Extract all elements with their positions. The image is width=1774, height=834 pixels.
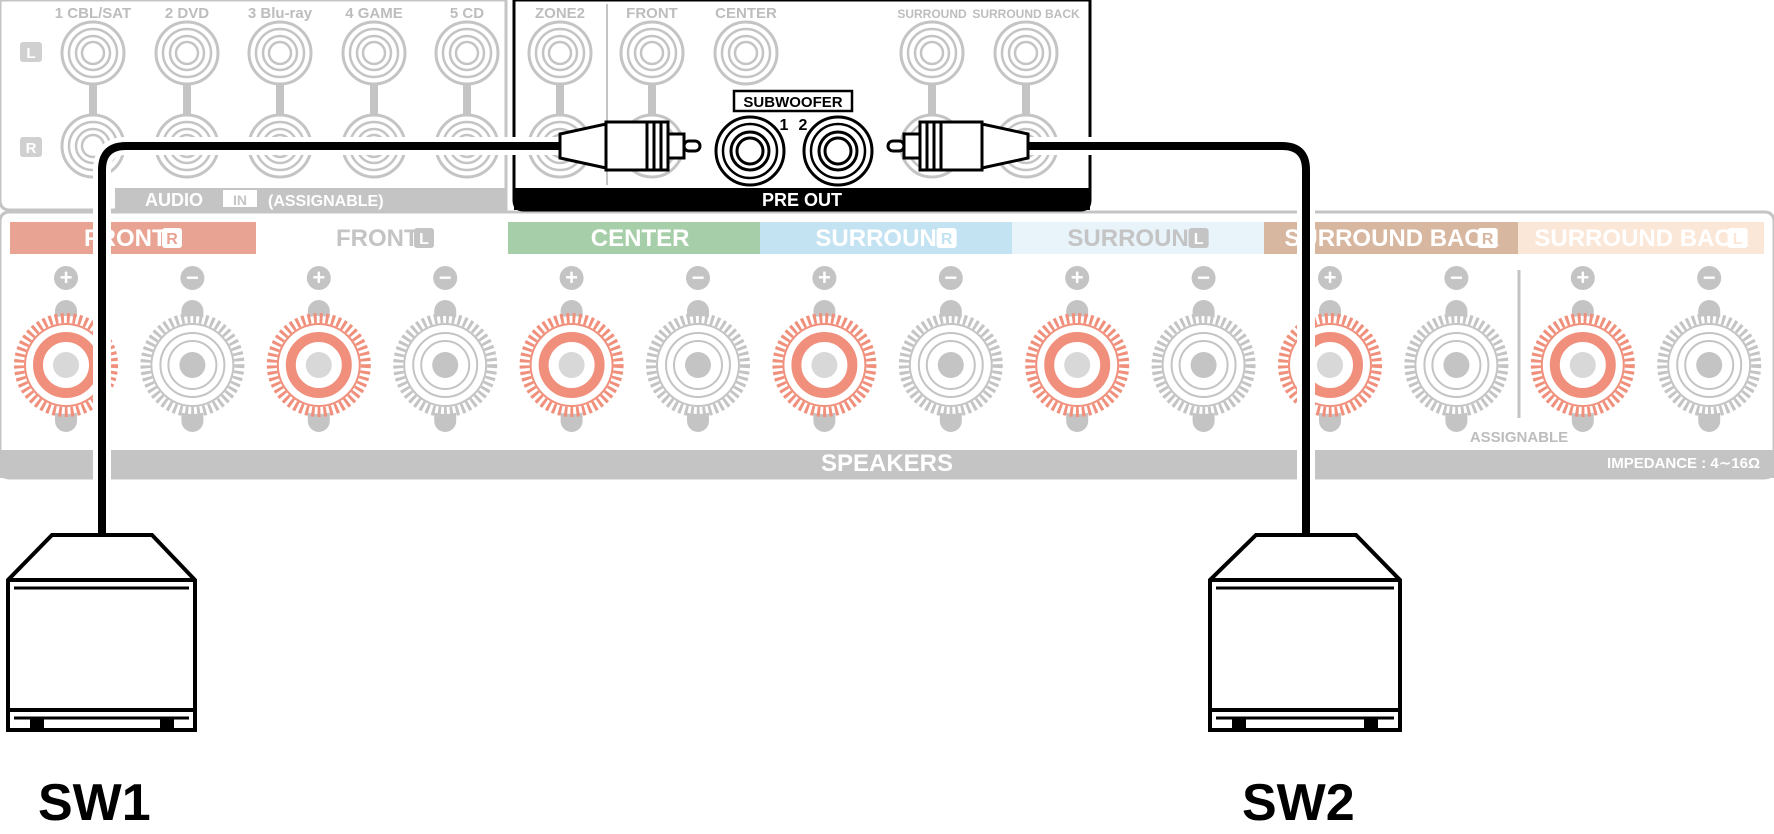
pre-out-column-label: FRONT bbox=[626, 5, 678, 22]
speaker-channel-label: CENTER bbox=[508, 222, 760, 254]
plus-icon: + bbox=[818, 265, 831, 290]
channel-side: R bbox=[941, 231, 953, 248]
audio-in-input-label: 1 CBL/SAT bbox=[55, 5, 131, 22]
pre-out-label: PRE OUT bbox=[762, 190, 842, 210]
sw2-cable bbox=[1000, 142, 1310, 535]
channel-side: R bbox=[166, 231, 178, 248]
speaker-terminal-minus: − bbox=[898, 265, 1003, 432]
audio-in-assignable: (ASSIGNABLE) bbox=[268, 193, 384, 210]
minus-icon: − bbox=[1703, 265, 1716, 290]
channel-side: L bbox=[1194, 231, 1204, 248]
sw2-label: SW2 bbox=[1242, 774, 1355, 832]
audio-in-panel: 1 CBL/SAT 2 DVD 3 Blu-ray 4 GAME 5 CD L R AU… bbox=[0, 0, 508, 212]
channel-side: L bbox=[419, 231, 429, 248]
subwoofer-2: SW2 bbox=[1208, 533, 1402, 832]
speaker-terminal-minus: − bbox=[1151, 265, 1256, 432]
row-label-l: L bbox=[26, 45, 35, 62]
pre-out-jack bbox=[619, 20, 685, 86]
speaker-terminal-plus: + bbox=[266, 265, 371, 432]
speaker-terminals: + − + − + − + − + − + − + − bbox=[14, 265, 1762, 432]
sw1-label: SW1 bbox=[38, 774, 151, 832]
audio-in-input-label: 5 CD bbox=[450, 5, 484, 22]
sw1-cable bbox=[98, 142, 560, 535]
subwoofer-1-number: 1 bbox=[780, 117, 789, 134]
audio-in-jack-l bbox=[247, 20, 313, 86]
pre-out-column-label: SURROUND BACK bbox=[972, 7, 1080, 21]
audio-in-input-label: 2 DVD bbox=[165, 5, 209, 22]
audio-in-badge: IN bbox=[233, 192, 247, 208]
speaker-terminal-minus: − bbox=[1657, 265, 1762, 432]
plus-icon: + bbox=[60, 265, 73, 290]
pre-out-jack bbox=[899, 20, 965, 86]
speaker-terminal-plus: + bbox=[14, 265, 118, 432]
rca-plug-2 bbox=[886, 120, 1030, 172]
minus-icon: − bbox=[1197, 265, 1210, 290]
audio-in-jack-l bbox=[341, 20, 407, 86]
channel-name: SURROUND bbox=[1067, 225, 1206, 252]
minus-icon: − bbox=[439, 265, 452, 290]
plus-icon: + bbox=[1576, 265, 1589, 290]
subwoofer-label: SUBWOOFER bbox=[743, 94, 842, 111]
audio-in-input-labels: 1 CBL/SAT 2 DVD 3 Blu-ray 4 GAME 5 CD bbox=[55, 5, 484, 22]
plus-icon: + bbox=[1071, 265, 1084, 290]
minus-icon: − bbox=[944, 265, 957, 290]
channel-side: L bbox=[1733, 231, 1743, 248]
audio-in-input-label: 4 GAME bbox=[345, 5, 403, 22]
pre-out-panel: ZONE2 FRONT CENTER SURROUND SURROUND BACK SU… bbox=[512, 0, 1092, 212]
audio-in-input-label: 3 Blu-ray bbox=[248, 5, 313, 22]
speaker-terminal-minus: − bbox=[646, 265, 750, 432]
pre-out-column-label: SURROUND bbox=[897, 7, 967, 21]
subwoofer-2-number: 2 bbox=[799, 117, 808, 134]
speaker-terminal-plus: + bbox=[1025, 265, 1130, 432]
minus-icon: − bbox=[186, 265, 199, 290]
rca-plug-1 bbox=[558, 120, 702, 172]
pre-out-column-label: ZONE2 bbox=[535, 5, 585, 22]
subwoofer-1: SW1 bbox=[6, 533, 197, 832]
impedance-label: IMPEDANCE : 4∼16Ω bbox=[1607, 455, 1760, 472]
speaker-terminal-plus: + bbox=[772, 265, 877, 432]
pre-out-jack bbox=[713, 20, 779, 86]
subwoofer-cables bbox=[93, 137, 1315, 535]
speakers-label: SPEAKERS bbox=[821, 450, 953, 477]
channel-name: SURROUND bbox=[815, 225, 954, 252]
audio-in-label: AUDIO bbox=[145, 190, 203, 210]
speaker-terminal-minus: − bbox=[1404, 265, 1509, 432]
speaker-terminal-plus: + bbox=[1530, 265, 1635, 432]
speaker-terminal-minus: − bbox=[393, 265, 498, 432]
channel-side: R bbox=[1482, 231, 1494, 248]
audio-in-jack-l bbox=[434, 20, 500, 86]
plus-icon: + bbox=[565, 265, 578, 290]
channel-name: SURROUND BACK bbox=[1534, 225, 1749, 252]
speakers-assignable: ASSIGNABLE bbox=[1470, 429, 1568, 446]
plus-icon: + bbox=[312, 265, 325, 290]
row-label-r: R bbox=[26, 140, 37, 157]
subwoofer-2-jack bbox=[802, 115, 874, 187]
channel-name: FRONT bbox=[336, 225, 419, 252]
speaker-terminal-plus: + bbox=[519, 265, 624, 432]
pre-out-jack bbox=[993, 20, 1059, 86]
minus-icon: − bbox=[1450, 265, 1463, 290]
pre-out-column-labels: ZONE2 FRONT CENTER SURROUND SURROUND BACK bbox=[535, 5, 1080, 22]
plus-icon: + bbox=[1324, 265, 1337, 290]
speaker-terminal-minus: − bbox=[140, 265, 245, 432]
audio-in-jack-l bbox=[154, 20, 220, 86]
minus-icon: − bbox=[692, 265, 705, 290]
pre-out-jack bbox=[527, 20, 593, 86]
pre-out-column-label: CENTER bbox=[715, 5, 777, 22]
subwoofer-1-jack bbox=[714, 115, 786, 187]
channel-name: CENTER bbox=[591, 225, 690, 252]
audio-in-jack-l bbox=[60, 20, 126, 86]
channel-name: SURROUND BACK bbox=[1284, 225, 1499, 252]
